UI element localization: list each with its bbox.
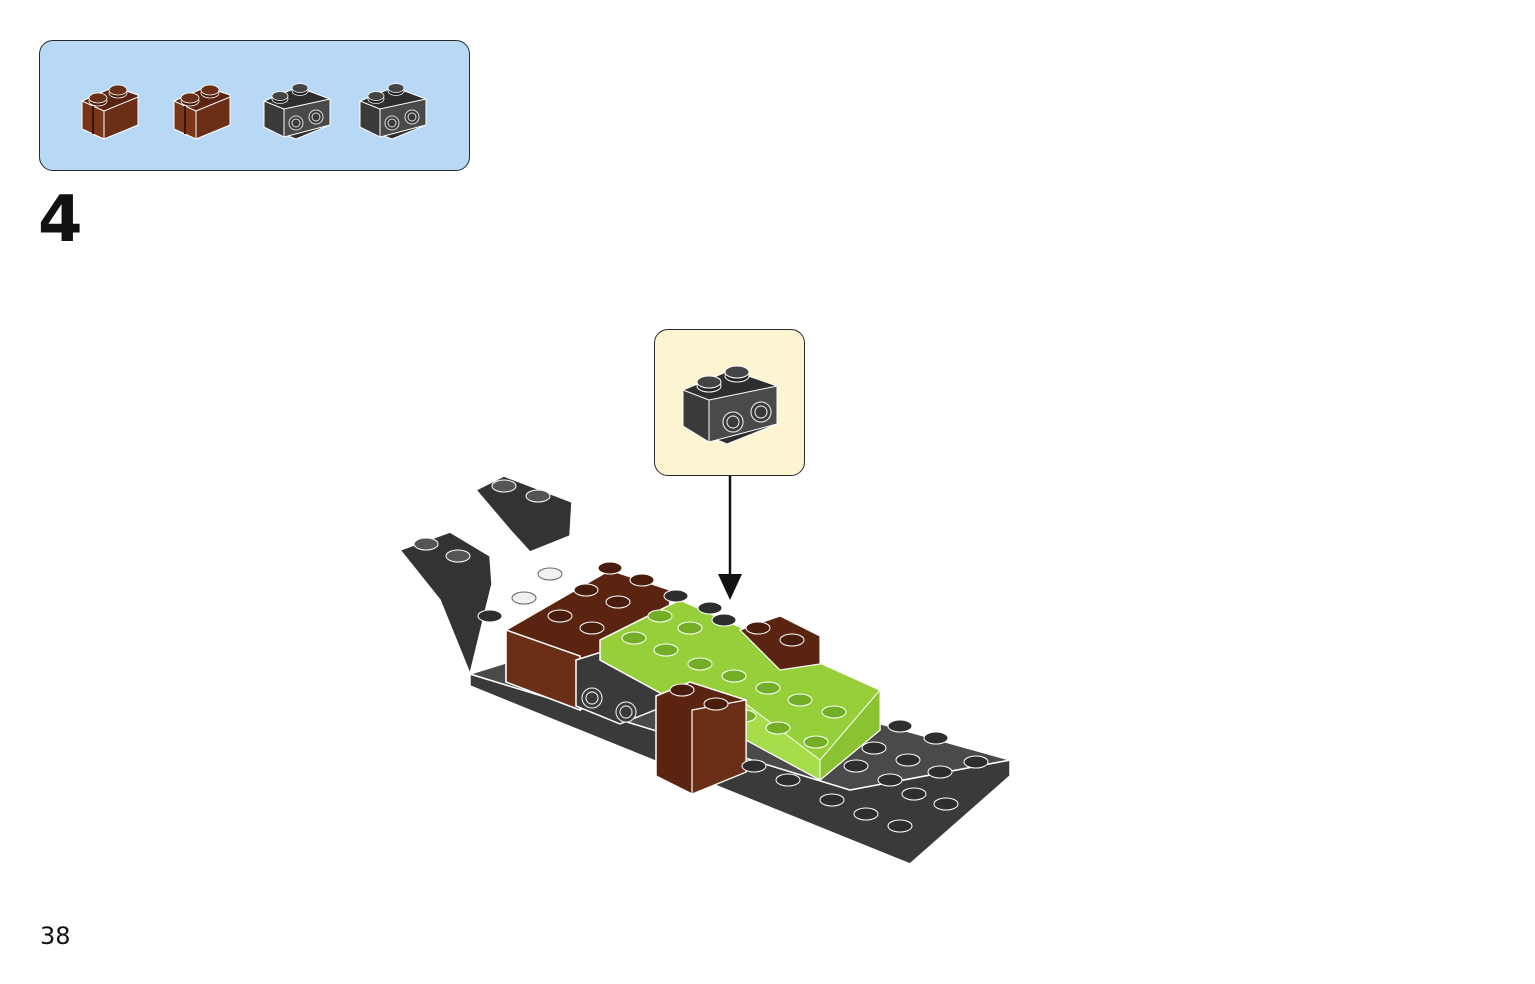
page-number: 38 — [40, 922, 71, 950]
model-assembly — [398, 475, 1011, 865]
parts-list-box — [39, 40, 470, 171]
step-number: 4 — [38, 183, 83, 257]
brown-brick-icon — [173, 84, 231, 140]
placement-arrow-icon — [718, 476, 742, 600]
grey-side-stud-brick-icon — [682, 365, 778, 445]
grey-side-stud-brick-icon — [263, 83, 331, 140]
part-callout — [654, 329, 805, 476]
brown-brick-icon — [81, 84, 139, 140]
grey-side-stud-brick-icon — [359, 83, 427, 140]
